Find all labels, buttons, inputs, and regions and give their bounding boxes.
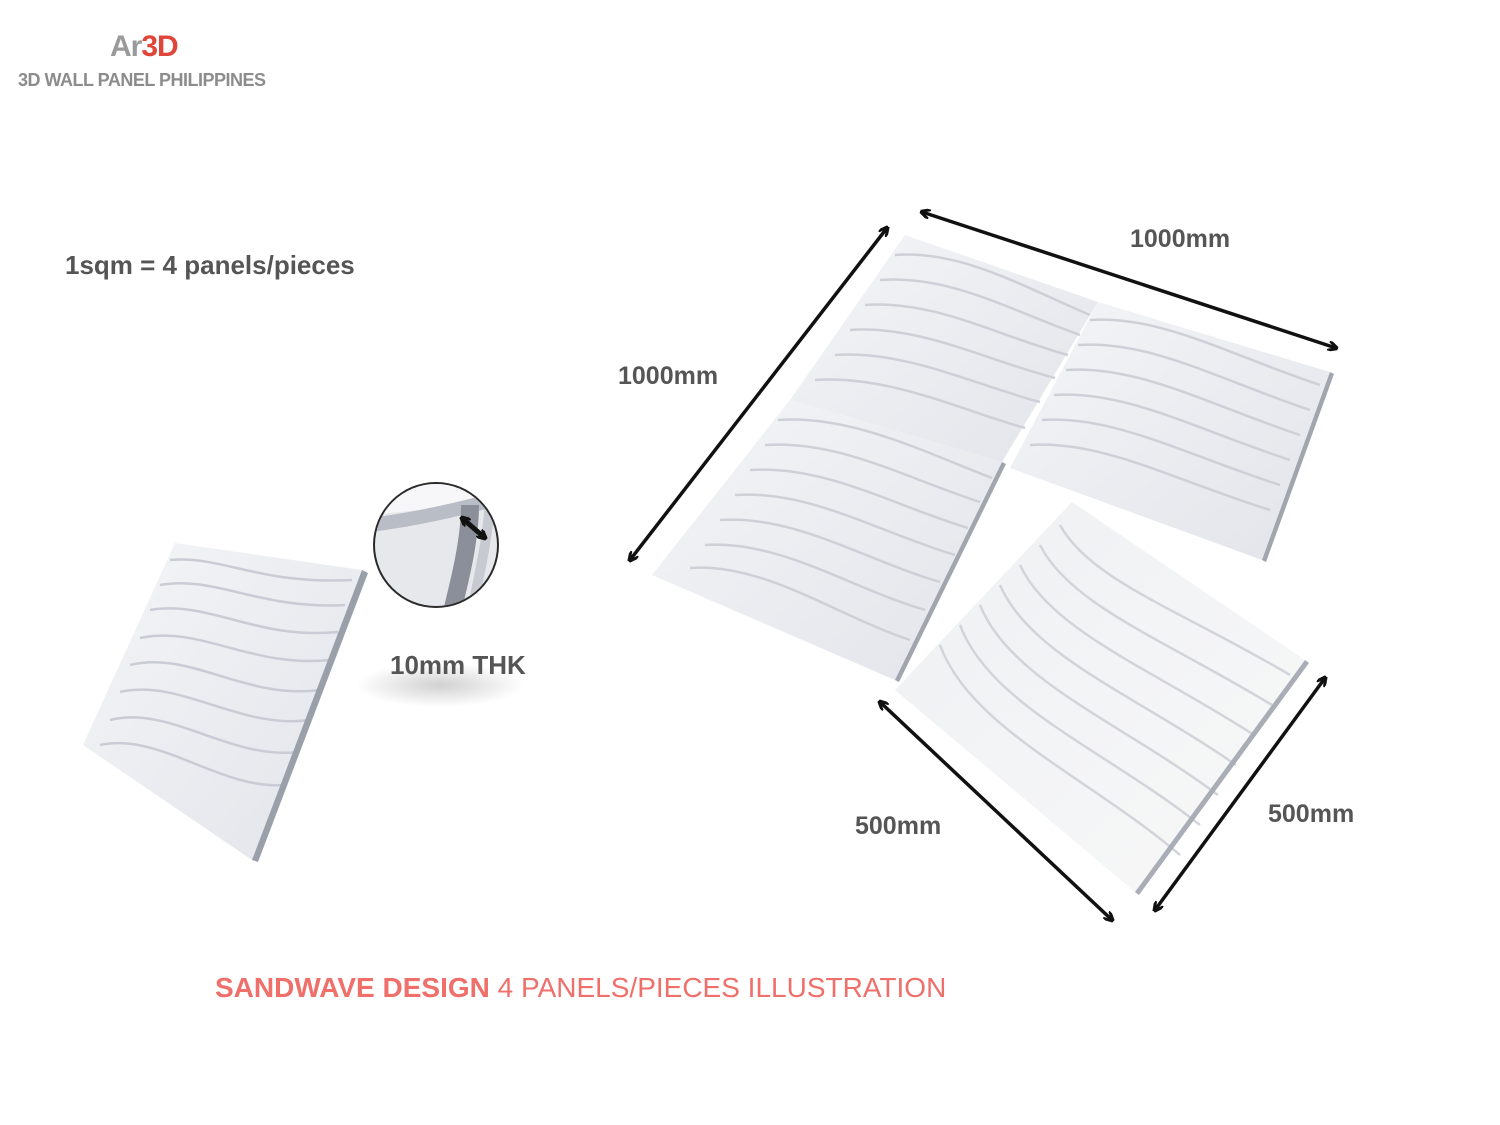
panel-top-right [1010, 302, 1334, 562]
thickness-detail [355, 482, 525, 707]
thickness-arrow [462, 518, 485, 538]
caption-design: SANDWAVE DESIGN [215, 972, 490, 1003]
logo-accent: 3D [141, 30, 178, 63]
label-assembly-height: 1000mm [618, 362, 719, 390]
brand-tagline: 3D WALL PANEL PHILIPPINES [18, 70, 266, 90]
thickness-label: 10mm THK [390, 650, 526, 680]
brand-logo: Ar3D [110, 30, 179, 64]
label-panel-width: 500mm [855, 812, 942, 840]
coverage-note: 1sqm = 4 panels/pieces [65, 250, 355, 280]
arrow-panel-height [1155, 678, 1325, 910]
label-panel-height: 500mm [1268, 800, 1355, 828]
logo-prefix: Ar [110, 30, 142, 63]
caption-description: 4 PANELS/PIECES ILLUSTRATION [497, 972, 947, 1003]
arrow-assembly-width [922, 212, 1336, 348]
arrow-panel-width [880, 702, 1112, 920]
label-assembly-width: 1000mm [1130, 225, 1231, 253]
arrow-assembly-height [630, 228, 887, 560]
caption: SANDWAVE DESIGN 4 PANELS/PIECES ILLUSTRA… [215, 972, 946, 1004]
single-panel [83, 543, 368, 862]
